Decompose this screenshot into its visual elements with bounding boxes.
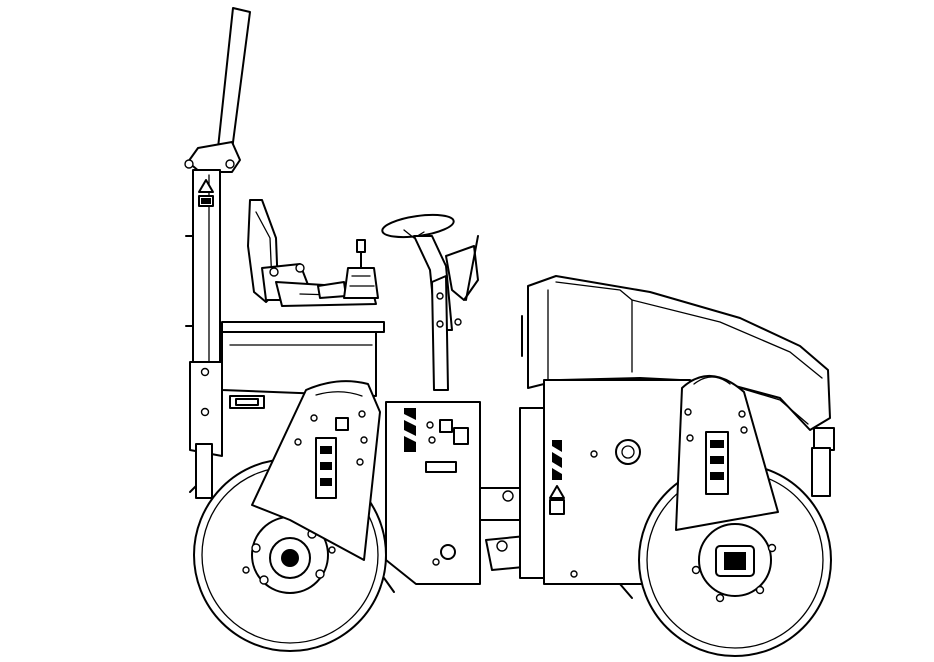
warning-triangle-icon-rear [549,485,565,499]
front-yoke [195,380,381,561]
operator-seat [247,199,377,307]
warning-triangle-icon [198,179,214,193]
control-joystick [343,239,379,299]
scrapers [189,485,633,599]
rear-yoke [675,374,831,531]
operator-platform [189,321,385,457]
steering [381,213,479,391]
center-frame [385,401,545,585]
warning-hatch-stripe [404,408,416,452]
